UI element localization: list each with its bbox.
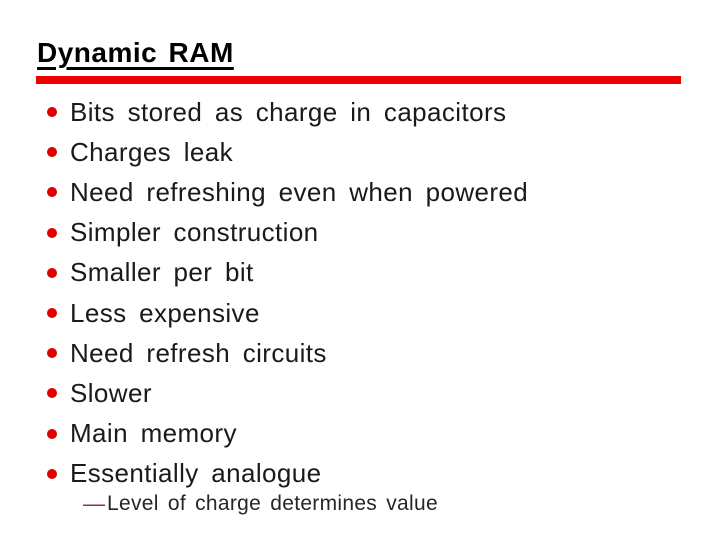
bullet-list: Bits stored as charge in capacitors Char…: [37, 92, 528, 494]
bullet-icon: [47, 468, 57, 479]
list-item: Need refresh circuits: [37, 333, 528, 373]
bullet-text: Smaller per bit: [70, 257, 254, 288]
list-item: Bits stored as charge in capacitors: [37, 92, 528, 132]
bullet-text: Main memory: [70, 418, 237, 449]
bullet-text: Bits stored as charge in capacitors: [70, 96, 507, 127]
list-item: Essentially analogue: [37, 454, 528, 494]
bullet-text: Need refreshing even when powered: [70, 176, 529, 207]
bullet-text: Less expensive: [70, 297, 260, 328]
list-item: Smaller per bit: [37, 253, 528, 293]
slide-title: Dynamic RAM: [37, 37, 234, 68]
bullet-icon: [47, 388, 57, 399]
list-item: Slower: [37, 373, 528, 413]
bullet-text: Need refresh circuits: [70, 337, 327, 368]
list-item: Main memory: [37, 414, 528, 454]
bullet-icon: [47, 348, 57, 359]
bullet-text: Simpler construction: [70, 217, 319, 248]
sub-bullet: — Level of charge determines value: [83, 492, 438, 516]
bullet-text: Slower: [70, 377, 152, 408]
sub-bullet-text: Level of charge determines value: [107, 492, 438, 515]
bullet-icon: [47, 187, 57, 198]
bullet-icon: [47, 308, 57, 319]
list-item: Simpler construction: [37, 213, 528, 253]
bullet-icon: [47, 107, 57, 118]
bullet-icon: [47, 267, 57, 278]
bullet-text: Charges leak: [70, 136, 233, 167]
bullet-text: Essentially analogue: [70, 458, 322, 489]
list-item: Need refreshing even when powered: [37, 172, 528, 212]
bullet-icon: [47, 227, 57, 238]
title-rule: [36, 76, 681, 84]
dash-icon: —: [83, 491, 105, 516]
list-item: Charges leak: [37, 132, 528, 172]
bullet-icon: [47, 428, 57, 439]
list-item: Less expensive: [37, 293, 528, 333]
bullet-icon: [47, 147, 57, 158]
